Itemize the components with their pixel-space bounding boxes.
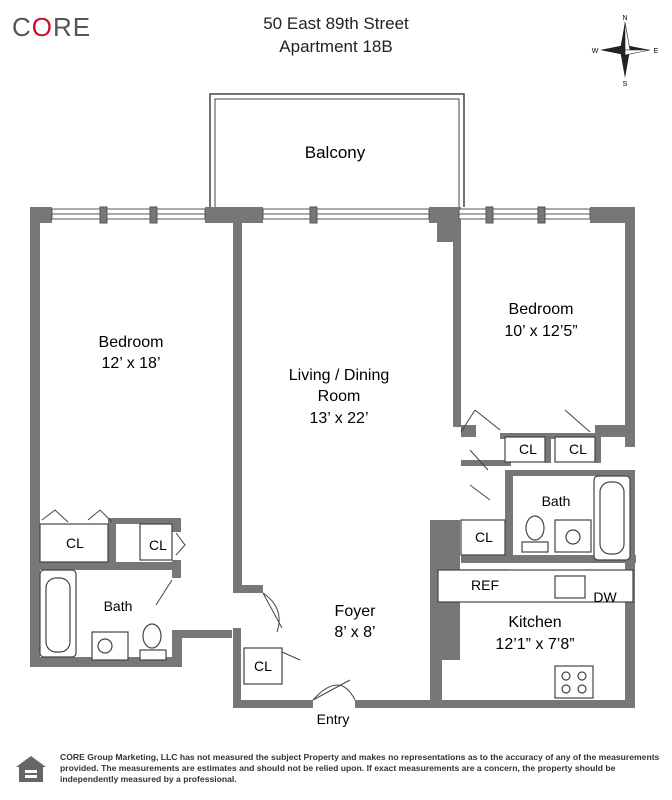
kitchen-size: 12’1” x 7’8” <box>495 636 574 653</box>
foyer-label: Foyer <box>335 603 377 620</box>
balcony-outline <box>209 93 465 207</box>
refrigerator-label: REF <box>471 577 499 593</box>
kitchen-label: Kitchen <box>508 614 561 631</box>
windows <box>51 206 591 224</box>
entry-label: Entry <box>317 711 350 727</box>
dishwasher-label: DW <box>593 589 617 605</box>
living-label-2: Room <box>318 388 361 405</box>
compass-icon: N S E W <box>592 15 659 88</box>
closet-label: CL <box>519 441 537 457</box>
address-title: 50 East 89th Street <box>263 14 409 33</box>
compass-e-label: E <box>654 48 659 55</box>
living-size: 13’ x 22’ <box>310 410 369 427</box>
bedroom-left-label: Bedroom <box>99 334 164 351</box>
living-label-1: Living / Dining <box>289 367 390 384</box>
bath-right-label: Bath <box>542 493 571 509</box>
core-logo: CORE <box>12 12 92 42</box>
compass-s-label: S <box>623 81 628 88</box>
bedroom-right-size: 10’ x 12’5” <box>504 323 577 340</box>
compass-w-label: W <box>592 48 599 55</box>
closet-label: CL <box>254 658 272 674</box>
equal-housing-icon <box>16 756 46 782</box>
bath-left-label: Bath <box>104 598 133 614</box>
door-swings <box>41 409 591 701</box>
closet-label: CL <box>475 529 493 545</box>
disclaimer-text: CORE Group Marketing, LLC has not measur… <box>60 752 660 784</box>
bedroom-right-label: Bedroom <box>509 301 574 318</box>
balcony-label: Balcony <box>305 143 366 162</box>
closet-label: CL <box>66 535 84 551</box>
unit-title: Apartment 18B <box>279 37 393 56</box>
foyer-size: 8’ x 8’ <box>334 624 375 641</box>
closet-label: CL <box>149 537 167 553</box>
closet-label: CL <box>569 441 587 457</box>
bedroom-left-size: 12’ x 18’ <box>102 355 161 372</box>
compass-n-label: N <box>622 15 627 22</box>
fixtures <box>39 436 634 699</box>
